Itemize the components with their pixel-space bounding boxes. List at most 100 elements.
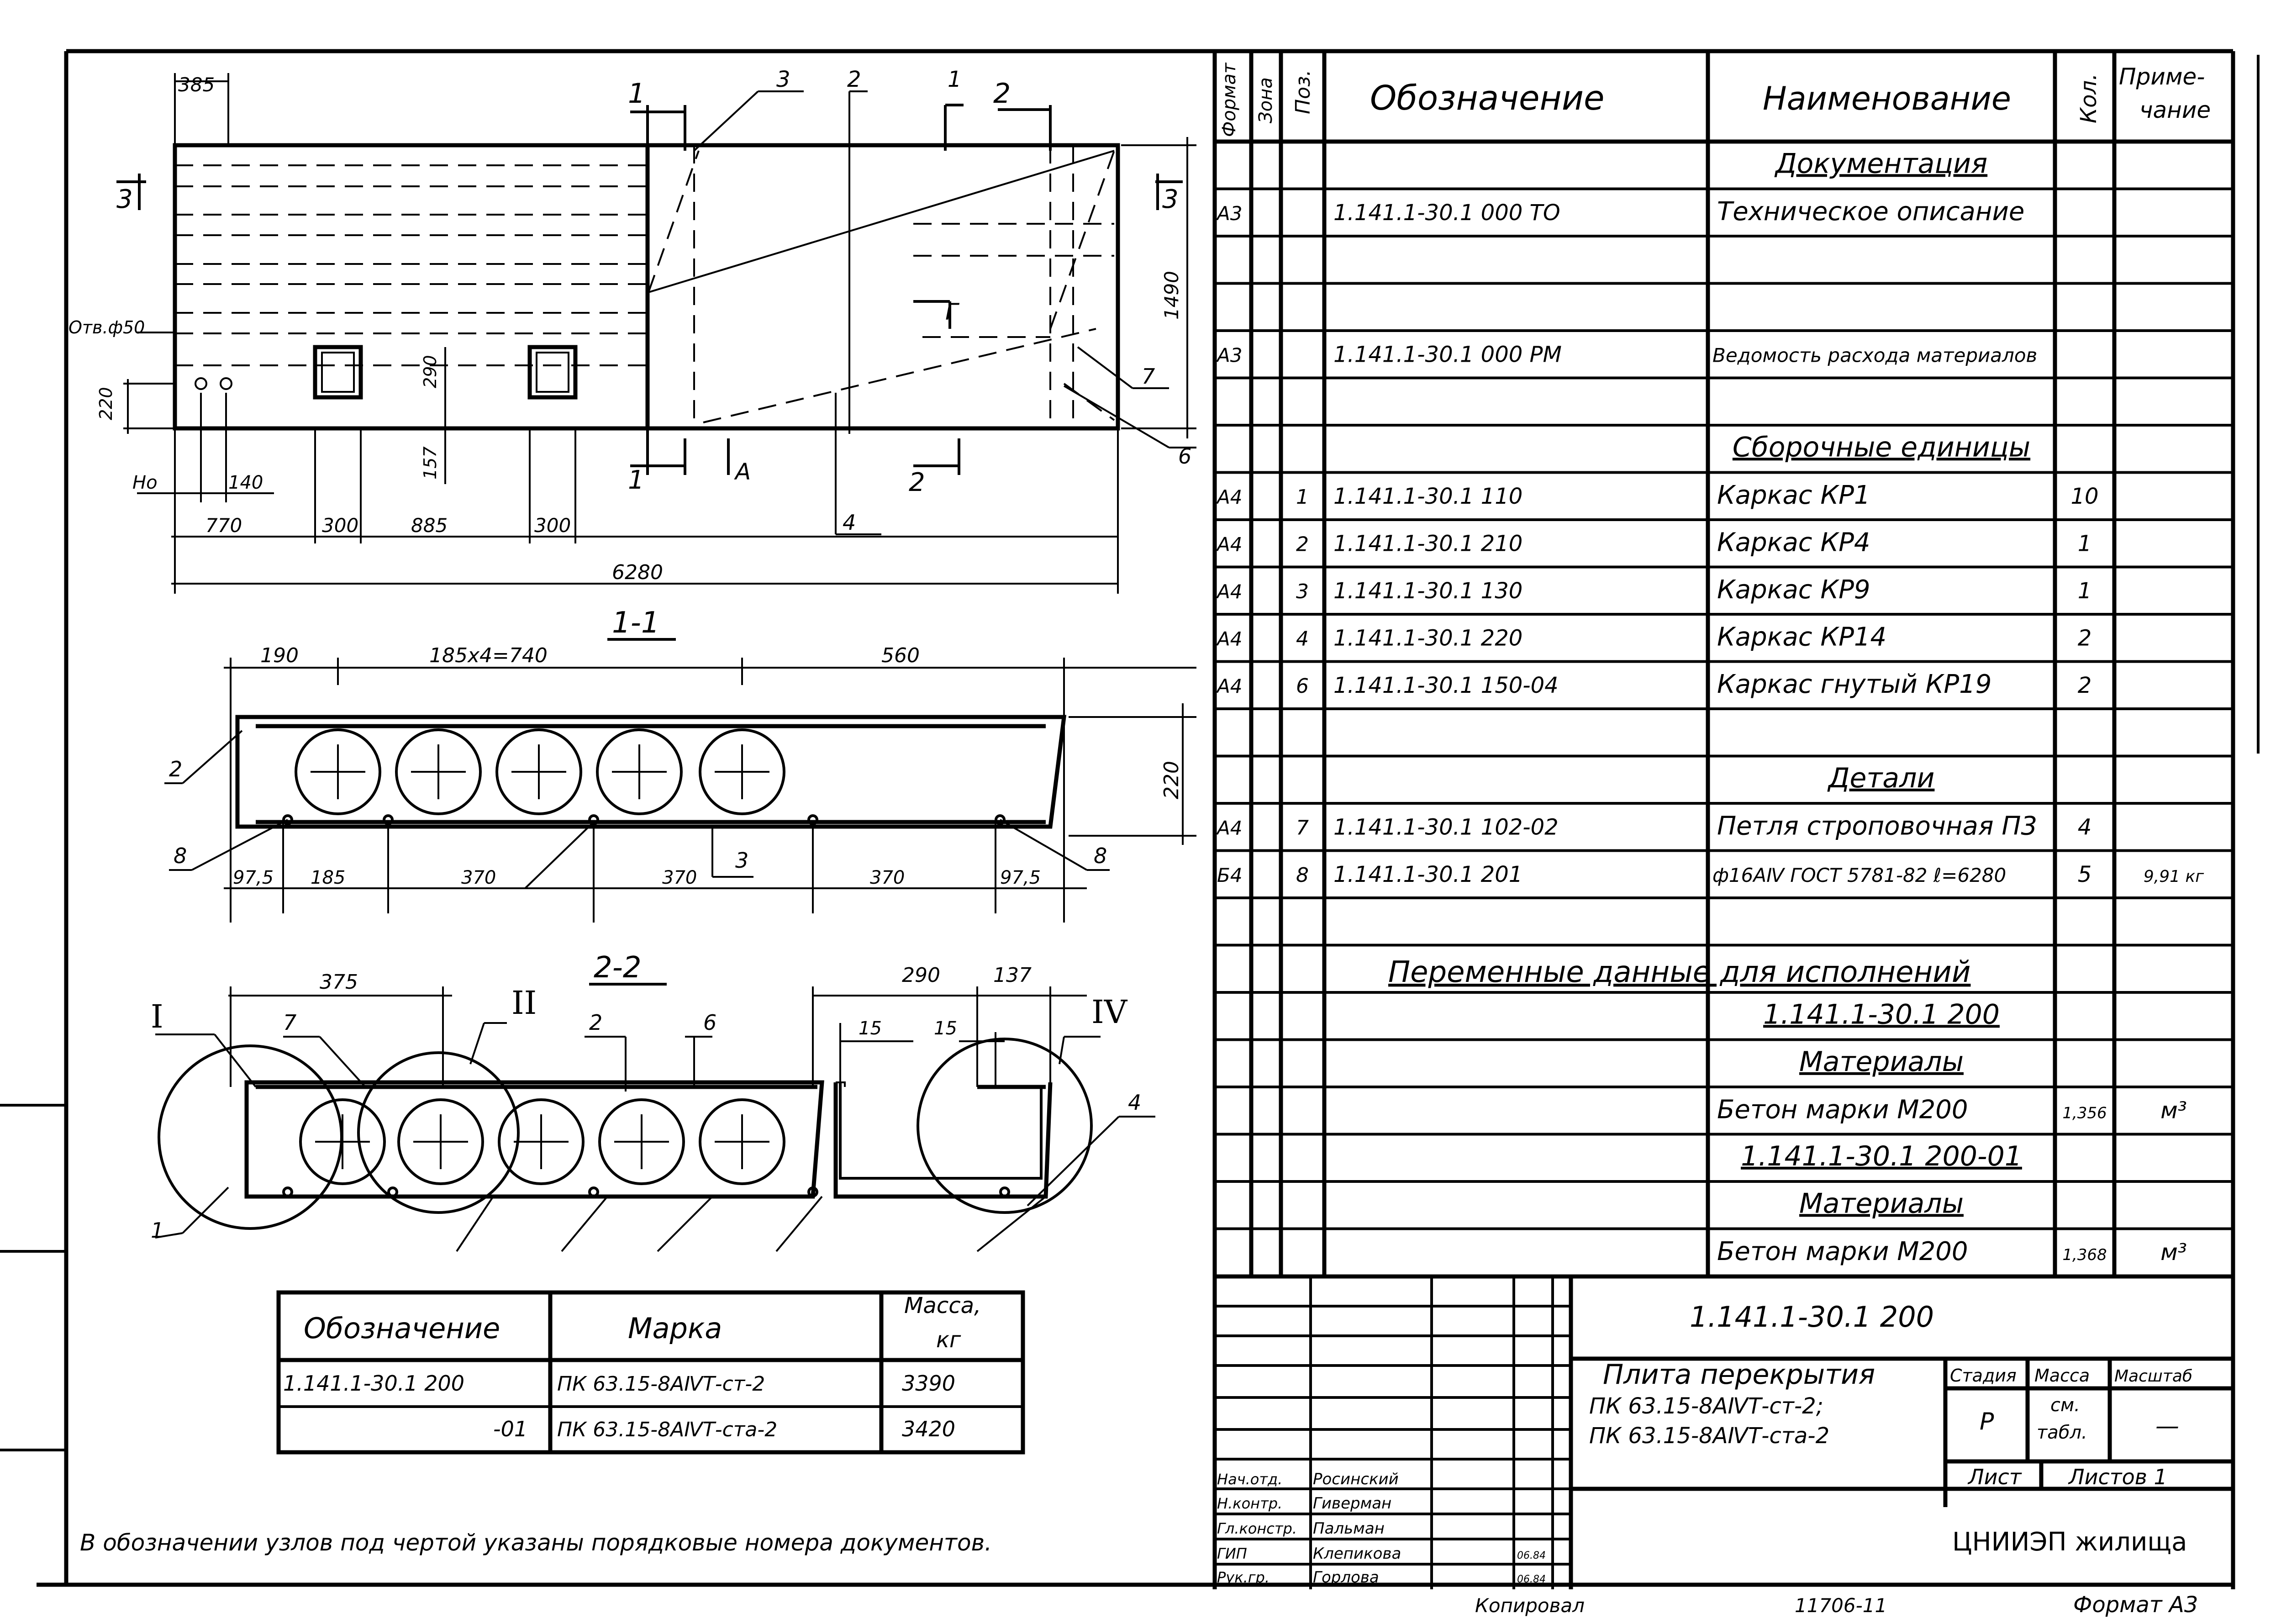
s11-callout-2: 2 <box>169 757 182 781</box>
spec-row-name: Материалы <box>1799 1046 1964 1078</box>
stamp-mass-2: табл. <box>2037 1422 2087 1443</box>
spec-row-name: Петля строповочная П3 <box>1717 811 2037 841</box>
stamp-people: Нач.отд.РосинскийН.контр.ГиверманГл.конс… <box>1217 1470 1546 1587</box>
spec-row-qty: 1 <box>2078 578 2092 604</box>
spec-row-name: Материалы <box>1799 1187 1964 1219</box>
s11-callout-3: 3 <box>735 848 748 873</box>
spec-row-designation: 1.141.1-30.1 150-04 <box>1333 673 1559 698</box>
title-block <box>1212 1276 2233 1589</box>
stamp-name: Гиверман <box>1313 1494 1391 1513</box>
spec-row-name: Документация <box>1774 148 1987 179</box>
spec-row-format: А4 <box>1216 627 1242 650</box>
spec-row-name: Техническое описание <box>1717 197 2024 227</box>
s11-dim-220: 220 <box>1160 761 1183 799</box>
mark-table: Обозначение Марка Масса, кг 1.141.1-30.1… <box>276 1290 1025 1455</box>
stamp-sheet-h: Лист <box>1967 1465 2022 1489</box>
s11-dim-97-5a: 97,5 <box>233 867 274 888</box>
s11-dim-190: 190 <box>260 644 299 667</box>
mark-table-r1c3: 3390 <box>902 1371 955 1396</box>
spec-row-name: Каркас КР9 <box>1717 575 1870 605</box>
dim-300a: 300 <box>322 514 358 537</box>
spec-row-name: Каркас КР1 <box>1717 480 1870 510</box>
spec-row-format: А4 <box>1216 675 1242 697</box>
dim-140-left: Но <box>132 472 158 493</box>
node-iv: IV <box>1091 993 1128 1031</box>
spec-h-qty: Кол. <box>2076 74 2102 123</box>
spec-row-name: Каркас КР14 <box>1717 622 1886 652</box>
footer-num: 11706-11 <box>1795 1594 1887 1617</box>
spec-row-designation: 1.141.1-30.1 130 <box>1333 578 1522 604</box>
s22-callout-2: 2 <box>589 1010 602 1035</box>
dim-385: 385 <box>178 74 215 96</box>
spec-row-pos: 3 <box>1296 580 1309 603</box>
spec-h-pos: Поз. <box>1291 70 1315 114</box>
spec-row-name: Детали <box>1827 762 1935 794</box>
hole-label: Отв.ф50 <box>68 317 145 337</box>
spec-row-designation: 1.141.1-30.1 110 <box>1333 484 1522 509</box>
spec-row-designation: 1.141.1-30.1 000 РМ <box>1333 342 1562 367</box>
spec-row-qty: 10 <box>2070 484 2098 509</box>
spec-row-qty: 1 <box>2078 531 2092 556</box>
spec-h-name: Наименование <box>1763 80 2011 117</box>
stamp-name: Горлова <box>1313 1568 1379 1587</box>
spec-row-designation: 1.141.1-30.1 201 <box>1333 862 1522 887</box>
spec-row-pos: 1 <box>1296 485 1309 509</box>
spec-row-name: Каркас КР4 <box>1717 527 1870 557</box>
s22-callout-7: 7 <box>283 1010 296 1035</box>
spec-row-format: Б4 <box>1217 864 1243 886</box>
stamp-mass-1: см. <box>2050 1395 2080 1416</box>
node-ii: II <box>511 984 537 1022</box>
stamp-stage-h: Стадия <box>1950 1366 2017 1386</box>
mark-table-h1: Обозначение <box>304 1312 500 1345</box>
section-mark-2-top: 2 <box>993 78 1011 110</box>
spec-row-qty: 5 <box>2078 862 2092 887</box>
spec-row-qty: 2 <box>2078 625 2092 651</box>
s22-callout-6: 6 <box>703 1010 716 1035</box>
s22-dim-290: 290 <box>902 964 940 987</box>
stamp-title-3: ПК 63.15-8АⅣТ-ста-2 <box>1589 1423 1829 1449</box>
spec-row-designation: 1.141.1-30.1 102-02 <box>1333 814 1559 840</box>
spec-row-name: ф16АⅣ ГОСТ 5781-82 ℓ=6280 <box>1712 864 2006 886</box>
spec-row-qty: 4 <box>2078 814 2092 840</box>
section-mark-1-bottom: 1 <box>628 465 644 495</box>
spec-row-pos: 6 <box>1296 675 1309 698</box>
spec-row-format: А4 <box>1216 533 1242 555</box>
stamp-role: Нач.отд. <box>1217 1471 1282 1488</box>
label-g: Г <box>945 299 960 325</box>
section-1-1: 1-1 <box>164 606 1196 923</box>
stamp-date: 06.84 <box>1517 1574 1546 1585</box>
section-mark-3-left: 3 <box>116 185 133 214</box>
spec-row-qty: 1,368 <box>2062 1246 2107 1264</box>
mark-table-r2c2: ПК 63.15-8АⅣТ-ста-2 <box>557 1418 777 1441</box>
dim-770: 770 <box>205 514 242 537</box>
spec-row-designation: 1.141.1-30.1 210 <box>1333 531 1522 556</box>
spec-row-note: м³ <box>2160 1097 2187 1123</box>
stamp-title-2: ПК 63.15-8АⅣТ-ст-2; <box>1589 1393 1823 1419</box>
spec-row-note: 9,91 кг <box>2144 867 2204 886</box>
stamp-title-1: Плита перекрытия <box>1603 1359 1875 1391</box>
spec-variable-data: Переменные данные для исполнений <box>1388 955 1970 989</box>
plan-view: 385 Отв.ф50 220 Но 140 770 300 885 300 6… <box>68 67 1196 594</box>
mark-table-h3a: Масса, <box>904 1293 981 1318</box>
spec-table-grid <box>1212 51 2233 1279</box>
spec-row-pos: 2 <box>1296 533 1309 556</box>
spec-row-name: Бетон марки М200 <box>1717 1095 1968 1124</box>
s11-dim-370c: 370 <box>870 867 905 888</box>
spec-row-qty: 2 <box>2078 673 2092 698</box>
stamp-role: ГИП <box>1217 1545 1247 1562</box>
spec-row-pos: 8 <box>1296 864 1309 887</box>
section-mark-2-bottom: 2 <box>909 468 925 497</box>
spec-row-name: Ведомость расхода материалов <box>1712 344 2037 366</box>
s22-dim-137: 137 <box>993 964 1032 987</box>
callout-2: 2 <box>847 67 861 92</box>
spec-headers: Формат Зона Поз. Обозначение Наименовани… <box>1219 62 2211 137</box>
spec-row-format: А3 <box>1216 344 1242 366</box>
stamp-code: 1.141.1-30.1 200 <box>1690 1300 1934 1334</box>
stamp-stage: Р <box>1980 1408 1994 1435</box>
node-i: I <box>151 998 163 1035</box>
spec-row-name: Бетон марки М200 <box>1717 1237 1968 1266</box>
s22-callout-1: 1 <box>151 1218 164 1243</box>
stamp-name: Клепикова <box>1313 1545 1401 1563</box>
